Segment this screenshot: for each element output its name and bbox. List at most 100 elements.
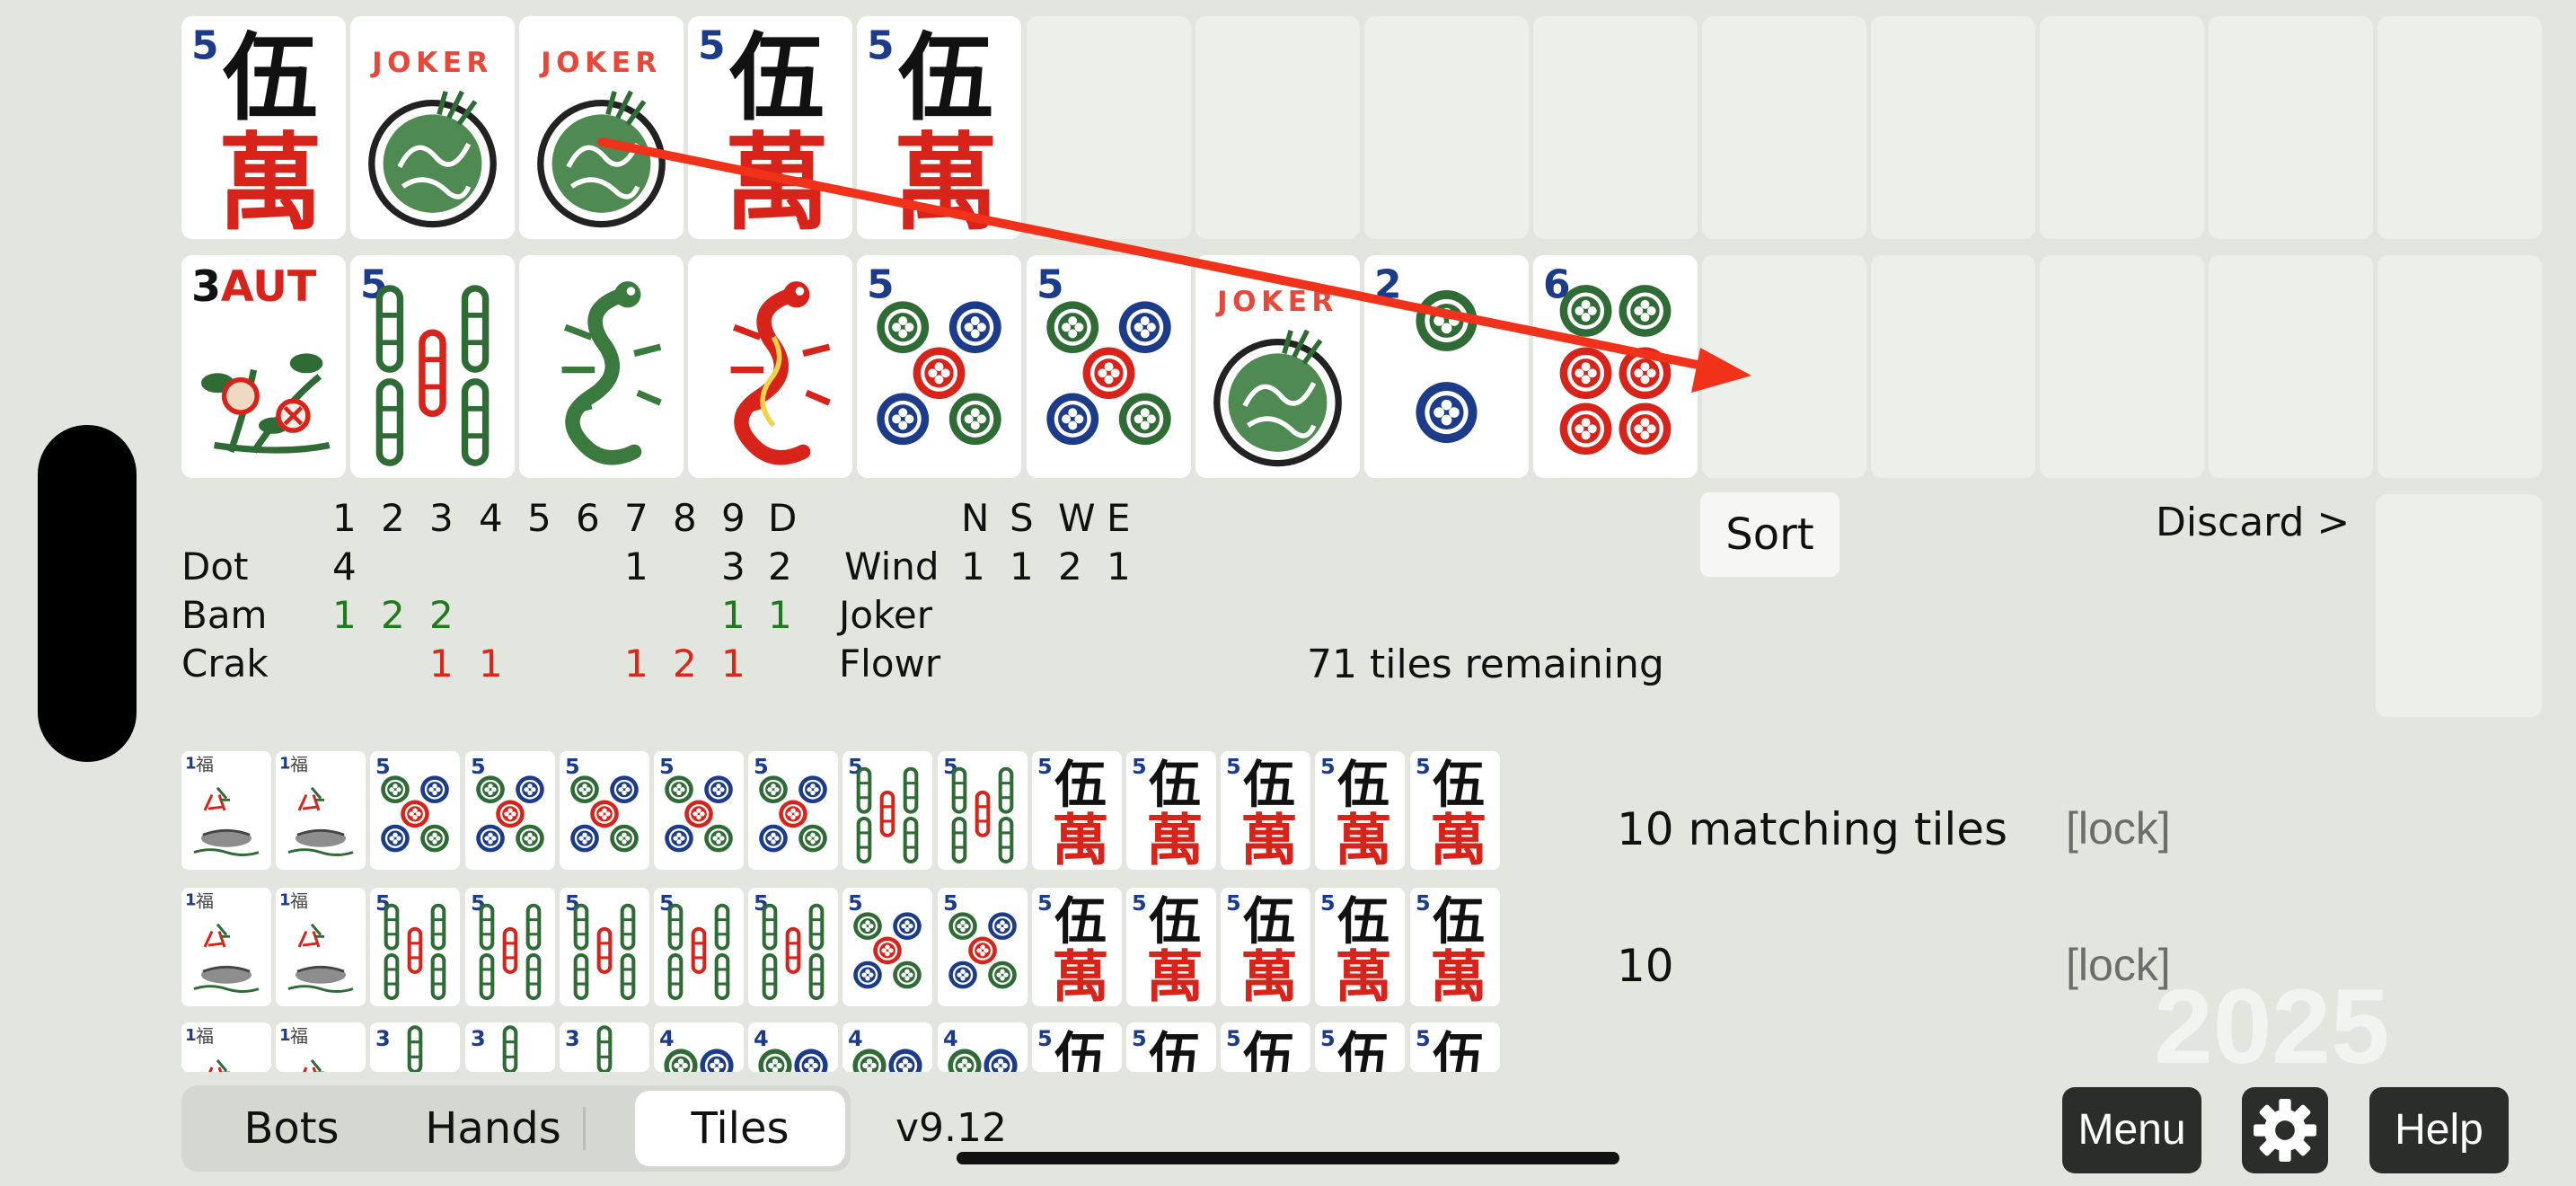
empty-rack-slot[interactable]	[1871, 16, 2035, 239]
empty-rack-slot[interactable]	[1363, 16, 1529, 239]
joker-tile[interactable]: JOKER	[519, 16, 684, 239]
discard-slot[interactable]	[2376, 494, 2542, 717]
joker-tile[interactable]: JOKER	[350, 16, 516, 239]
bam-3-tile[interactable]: 3	[464, 1022, 555, 1072]
svg-text:5: 5	[848, 755, 863, 780]
crak-5-tile[interactable]: 5伍萬	[1315, 1022, 1406, 1072]
bam-5-tile[interactable]: 5	[654, 888, 744, 1006]
crak-5-tile[interactable]: 5伍萬	[1126, 1022, 1216, 1072]
dot-4-tile[interactable]: 4	[748, 1022, 839, 1072]
svg-text:福: 福	[290, 1025, 308, 1047]
count-cell: 1	[768, 593, 792, 637]
dot-5-tile[interactable]: 5	[654, 751, 744, 870]
empty-rack-slot[interactable]	[2209, 255, 2374, 478]
bam-5-tile[interactable]: 5	[350, 255, 516, 478]
empty-rack-slot[interactable]	[1532, 16, 1698, 239]
empty-rack-slot[interactable]	[2040, 16, 2205, 239]
discard-label: Discard >	[2156, 500, 2351, 545]
home-indicator[interactable]	[957, 1152, 1619, 1164]
dot-2-tile[interactable]: 2	[1363, 255, 1529, 478]
side-handle[interactable]	[38, 425, 137, 762]
dot-6-tile[interactable]: 6	[1532, 255, 1698, 478]
empty-rack-slot[interactable]	[2209, 16, 2374, 239]
empty-rack-slot[interactable]	[1026, 16, 1191, 239]
tab-tiles[interactable]: Tiles	[635, 1091, 845, 1166]
count-cell: 2	[381, 593, 405, 637]
svg-text:萬: 萬	[1430, 943, 1487, 1006]
crak-5-tile[interactable]: 5伍萬	[1409, 1022, 1500, 1072]
empty-rack-slot[interactable]	[1195, 16, 1360, 239]
dot-5-tile[interactable]: 5	[857, 255, 1022, 478]
dot-5-tile[interactable]: 5	[937, 888, 1028, 1006]
bam-5-tile[interactable]: 5	[748, 888, 839, 1006]
bam-3-tile[interactable]: 3	[370, 1022, 461, 1072]
count-cell: 3	[721, 544, 745, 589]
red-dragon-tile[interactable]	[688, 255, 853, 478]
svg-text:JOKER: JOKER	[370, 47, 493, 79]
svg-text:5: 5	[565, 891, 580, 916]
bam-5-tile[interactable]: 5	[842, 751, 933, 870]
svg-text:3: 3	[191, 262, 221, 312]
svg-text:福: 福	[196, 1025, 214, 1047]
empty-rack-slot[interactable]	[1871, 255, 2035, 478]
bam-3-tile[interactable]: 3	[559, 1022, 649, 1072]
settings-button[interactable]	[2242, 1087, 2328, 1173]
svg-text:1: 1	[279, 892, 291, 910]
tab-hands[interactable]: Hands	[425, 1103, 561, 1154]
tab-bots[interactable]: Bots	[243, 1103, 340, 1154]
bam-5-tile[interactable]: 5	[370, 888, 461, 1006]
menu-button[interactable]: Menu	[2062, 1087, 2201, 1173]
svg-text:萬: 萬	[1430, 807, 1487, 870]
empty-rack-slot[interactable]	[2378, 255, 2543, 478]
bam-5-tile[interactable]: 5	[559, 888, 649, 1006]
crak-5-tile[interactable]: 5伍萬	[1221, 1022, 1311, 1072]
dot-4-tile[interactable]: 4	[842, 1022, 933, 1072]
joker-tile[interactable]: JOKER	[1195, 255, 1360, 478]
svg-text:1: 1	[279, 756, 291, 774]
dot-4-tile[interactable]: 4	[654, 1022, 744, 1072]
crak-5-tile[interactable]: 5伍萬	[1031, 1022, 1122, 1072]
count-column-header: 7	[624, 496, 648, 540]
wind-count-cell: 1	[1010, 544, 1034, 589]
bam-5-tile[interactable]: 5	[937, 751, 1028, 870]
dot-4-tile[interactable]: 4	[937, 1022, 1028, 1072]
empty-rack-slot[interactable]	[2378, 16, 2543, 239]
empty-rack-slot[interactable]	[1701, 255, 1866, 478]
matching-tiles-text: 10	[1617, 940, 1674, 992]
sort-button[interactable]: Sort	[1700, 492, 1839, 577]
count-row-label: Bam	[181, 593, 268, 637]
dot-5-tile[interactable]: 5	[748, 751, 839, 870]
dot-5-tile[interactable]: 5	[559, 751, 649, 870]
bam-5-tile[interactable]: 5	[464, 888, 555, 1006]
dot-5-tile[interactable]: 5	[1026, 255, 1191, 478]
lock-button[interactable]: [lock]	[2066, 803, 2171, 854]
help-button[interactable]: Help	[2369, 1087, 2509, 1173]
dot-5-tile[interactable]: 5	[842, 888, 933, 1006]
dot-5-tile[interactable]: 5	[464, 751, 555, 870]
empty-rack-slot[interactable]	[2040, 255, 2205, 478]
green-dragon-tile[interactable]	[519, 255, 684, 478]
lock-button[interactable]: [lock]	[2066, 940, 2171, 990]
empty-rack-slot[interactable]	[1701, 16, 1866, 239]
dot-5-tile[interactable]: 5	[370, 751, 461, 870]
